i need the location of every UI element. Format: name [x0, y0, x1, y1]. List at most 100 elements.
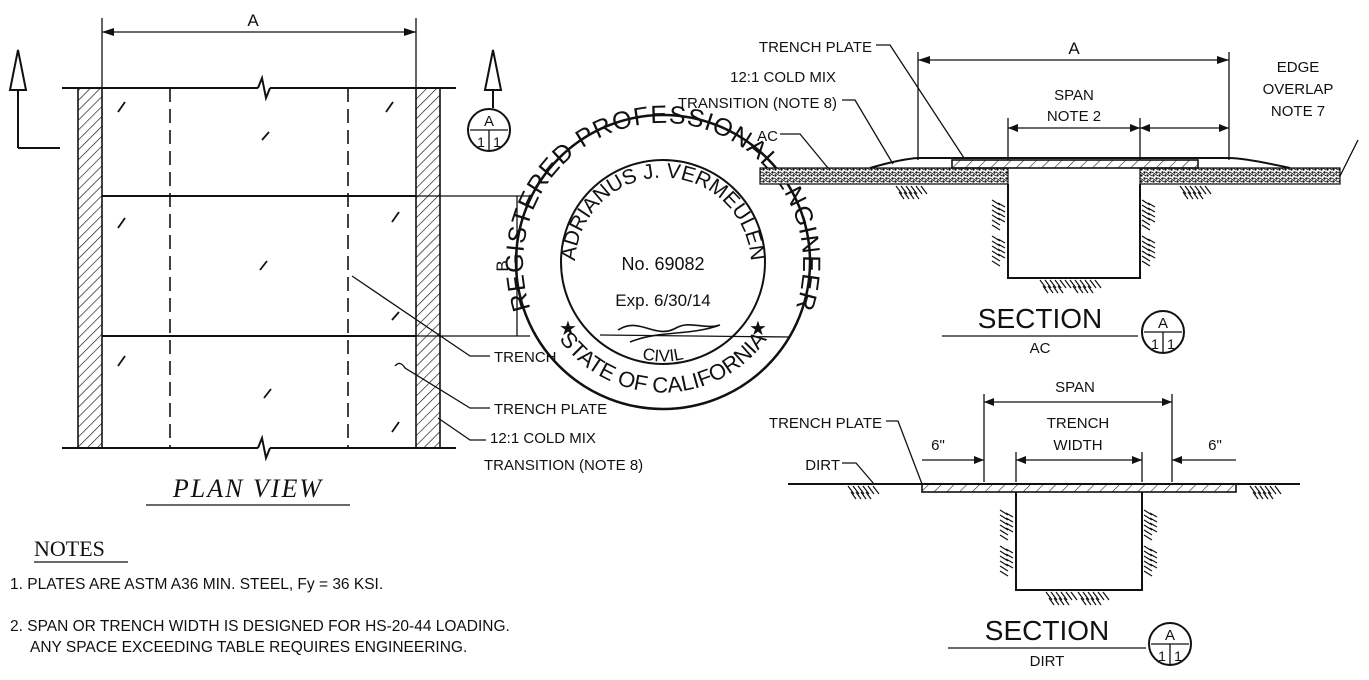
ac-dim-a-label: A — [1068, 39, 1080, 58]
dirt-marker-sheet-left: 1 — [1158, 648, 1166, 664]
dirt-label-six-left: 6" — [931, 437, 945, 454]
note-item: 2. SPAN OR TRENCH WIDTH IS DESIGNED FOR … — [10, 618, 510, 635]
ac-soil-left-icon — [895, 185, 928, 200]
stamp-inner-bottom-text: CIVIL — [641, 344, 685, 365]
dirt-soil-bottom2-icon — [1077, 591, 1110, 606]
ac-trench-outline — [1007, 184, 1141, 279]
ac-label-span-2: NOTE 2 — [1047, 108, 1101, 125]
plan-callout-coldmix-leader — [437, 417, 486, 441]
dirt-soil-wall-left2-icon — [999, 545, 1014, 577]
ac-section-title: SECTION — [978, 303, 1102, 334]
notes: NOTES 1. PLATES ARE ASTM A36 MIN. STEEL,… — [10, 536, 510, 656]
dirt-soil-wall-left-icon — [999, 509, 1014, 541]
ac-coldmix-transition — [869, 157, 1291, 169]
ac-break-line — [1339, 139, 1359, 177]
plan-dim-a-label: A — [247, 11, 259, 30]
dirt-label-six-right: 6" — [1208, 437, 1222, 454]
plan-callout-coldmix-2: TRANSITION (NOTE 8) — [484, 457, 643, 474]
stamp-inner-top-text: ADRIANUS J. VERMEULEN — [557, 159, 769, 261]
notes-heading: NOTES — [34, 536, 105, 561]
stamp-expiration: Exp. 6/30/14 — [615, 291, 710, 310]
plan-surface-ticks — [117, 101, 400, 433]
plan-view-title: PLAN VIEW — [172, 474, 323, 503]
dirt-soil-bottom-icon — [1045, 591, 1078, 606]
dirt-marker-letter: A — [1165, 627, 1175, 644]
stamp-signature — [617, 324, 721, 343]
ac-section-marker: A 1 1 — [1141, 310, 1185, 354]
section-cut-arrow-left-icon — [8, 49, 28, 91]
section-ac: TRENCH PLATE 12:1 COLD MIX TRANSITION (N… — [678, 39, 1359, 357]
ac-soil-bottom-icon — [1039, 279, 1072, 294]
stamp-signature-line — [599, 334, 791, 338]
stamp-outer-ring — [514, 113, 812, 411]
plan-section-marker: A 1 1 — [467, 108, 511, 152]
ac-soil-wall-right-icon — [1141, 199, 1156, 231]
dirt-section-marker: A 1 1 — [1148, 622, 1192, 666]
dirt-label-span: SPAN — [1055, 379, 1095, 396]
section-cut-arrow-right-icon — [483, 49, 503, 91]
ac-trench-plate — [951, 159, 1199, 169]
plan-callout-trench-plate: TRENCH PLATE — [494, 401, 607, 418]
plan-dim-b-label: B — [493, 260, 512, 271]
plan-view: A A 1 1 — [8, 11, 643, 506]
plan-marker-sheet-left: 1 — [477, 134, 485, 150]
ac-label-edge-1: EDGE — [1277, 59, 1320, 76]
note-item: ANY SPACE EXCEEDING TABLE REQUIRES ENGIN… — [30, 639, 467, 656]
ac-coldmix-leader — [842, 99, 894, 165]
dirt-label-trench-plate: TRENCH PLATE — [769, 415, 882, 432]
dirt-six-right-arrow — [1172, 456, 1182, 464]
plan-callout-coldmix-1: 12:1 COLD MIX — [490, 430, 596, 447]
dirt-section-title: SECTION — [985, 615, 1109, 646]
dirt-soil-left-icon — [847, 485, 880, 500]
dirt-soil-right-icon — [1249, 485, 1282, 500]
plan-break-bottom — [257, 434, 271, 462]
stamp-star-right-icon: ★ — [749, 318, 767, 340]
ac-soil-bottom2-icon — [1069, 279, 1102, 294]
ac-overlap-arrows — [1140, 124, 1229, 132]
ac-trench-plate-leader — [876, 44, 965, 159]
ac-label-edge-2: OVERLAP — [1263, 81, 1334, 98]
ac-marker-sheet-right: 1 — [1167, 336, 1175, 352]
ac-section-subtitle: AC — [1030, 340, 1051, 357]
dirt-six-left-arrow — [974, 456, 984, 464]
ac-marker-letter: A — [1158, 315, 1168, 332]
note-item: 1. PLATES ARE ASTM A36 MIN. STEEL, Fy = … — [10, 576, 383, 593]
dirt-label-trench-1: TRENCH — [1047, 415, 1110, 432]
ac-pavement-left — [759, 167, 1009, 185]
stamp-star-left-icon: ★ — [559, 318, 577, 340]
stamp-license-number: No. 69082 — [621, 254, 704, 274]
plan-callout-trench-leader — [351, 275, 490, 357]
ac-soil-wall-right2-icon — [1141, 235, 1156, 267]
dirt-trench-plate — [921, 483, 1237, 493]
ac-marker-sheet-left: 1 — [1151, 336, 1159, 352]
ac-label-ac: AC — [757, 128, 778, 145]
plan-callout-plate-leader — [394, 362, 490, 409]
ac-soil-right-icon — [1179, 185, 1212, 200]
plan-left-transition-strip — [77, 87, 103, 449]
ac-label-coldmix-1: 12:1 COLD MIX — [730, 69, 836, 86]
dirt-label-dirt: DIRT — [805, 457, 840, 474]
dirt-plate-leader — [886, 420, 923, 485]
plan-break-top — [257, 74, 271, 102]
ac-label-coldmix-2: TRANSITION (NOTE 8) — [678, 95, 837, 112]
dirt-soil-wall-right2-icon — [1143, 545, 1158, 577]
dirt-trench-outline — [1015, 492, 1143, 591]
plan-right-transition-strip — [415, 87, 441, 449]
ac-label-span-1: SPAN — [1054, 87, 1094, 104]
dirt-soil-wall-right-icon — [1143, 509, 1158, 541]
ac-ac-leader — [780, 133, 829, 169]
ac-label-trench-plate: TRENCH PLATE — [759, 39, 872, 56]
plan-callout-trench: TRENCH — [494, 349, 557, 366]
ac-pavement-right — [1139, 167, 1341, 185]
plan-marker-letter: A — [484, 113, 494, 130]
ac-soil-wall-left-icon — [991, 199, 1006, 231]
plan-marker-sheet-right: 1 — [493, 134, 501, 150]
dirt-marker-sheet-right: 1 — [1174, 648, 1182, 664]
section-dirt: SPAN TRENCH WIDTH TRENCH PLATE 6" 6" DIR… — [769, 379, 1300, 670]
dirt-label-trench-2: WIDTH — [1053, 437, 1102, 454]
dirt-section-subtitle: DIRT — [1030, 653, 1065, 670]
ac-label-edge-3: NOTE 7 — [1271, 103, 1325, 120]
dirt-leader — [842, 462, 875, 485]
ac-soil-wall-left2-icon — [991, 235, 1006, 267]
